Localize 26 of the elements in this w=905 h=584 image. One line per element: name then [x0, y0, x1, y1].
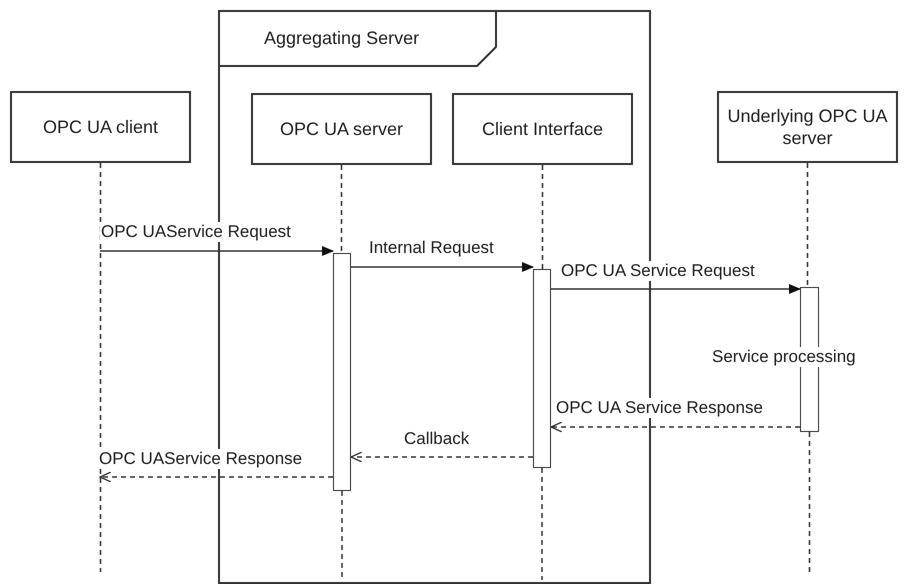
- edge-label: OPC UAService Request: [100, 222, 292, 242]
- message-arrow: [551, 284, 801, 294]
- activation-bar: [333, 253, 351, 491]
- note-text: Service processing: [712, 347, 856, 367]
- lifeline: [100, 163, 102, 572]
- lifeline: [806, 163, 808, 287]
- edge-label: OPC UAService Response: [98, 449, 304, 469]
- lifeline-head: OPC UA server: [251, 93, 432, 165]
- edge-label: OPC UA Service Request: [560, 261, 756, 281]
- return-arrow: [550, 421, 800, 433]
- edge-label: Internal Request: [368, 238, 495, 258]
- frame-title: Aggregating Server: [264, 28, 420, 49]
- activation-bar: [533, 269, 551, 468]
- message-arrow: [100, 246, 334, 256]
- return-arrow: [99, 471, 333, 483]
- message-arrow: [351, 262, 534, 272]
- lifeline: [340, 165, 342, 253]
- edge-label: OPC UA Service Response: [555, 398, 764, 418]
- lifeline: [808, 432, 810, 572]
- lifeline: [341, 491, 343, 580]
- lifeline-head: OPC UA client: [10, 91, 191, 163]
- lifeline-head: Underlying OPC UA server: [717, 91, 898, 163]
- lifeline: [541, 468, 543, 580]
- lifeline: [542, 165, 544, 269]
- lifeline-head: Client Interface: [452, 93, 633, 165]
- return-arrow: [350, 451, 533, 463]
